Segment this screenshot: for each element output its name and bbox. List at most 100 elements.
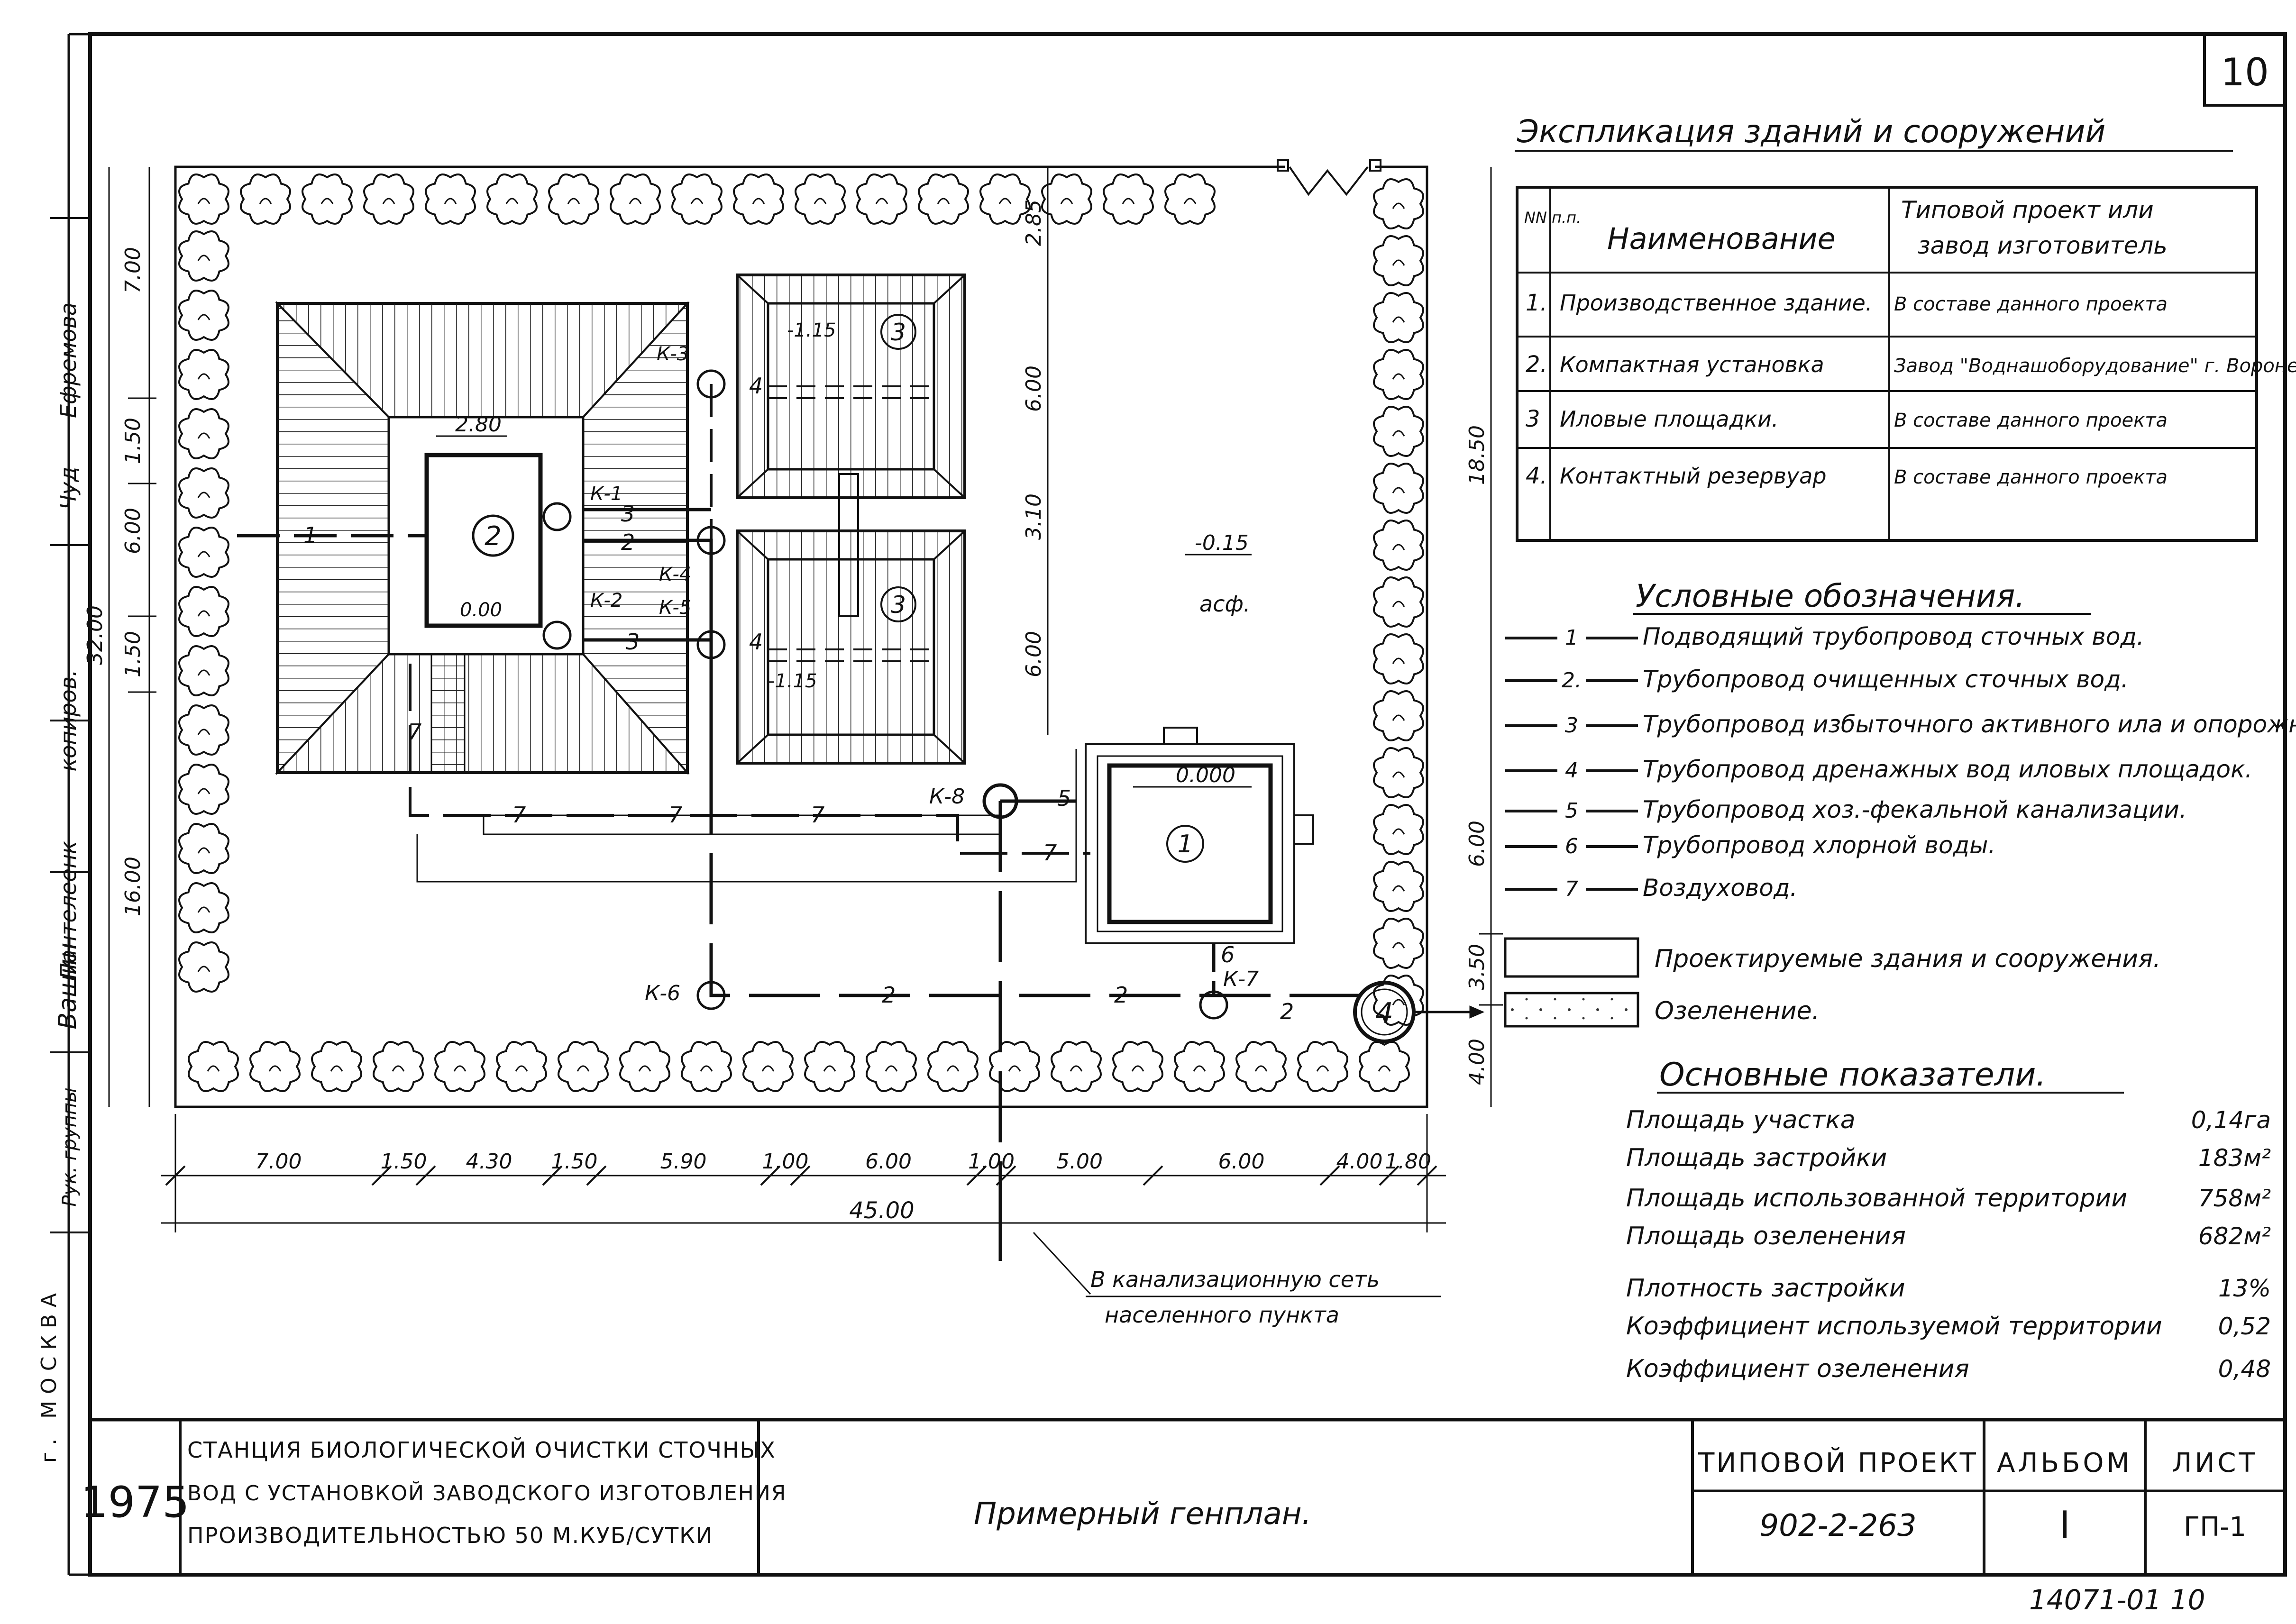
object-sludge-bed-lower: 3 -1.15	[736, 473, 966, 765]
tree-icon	[979, 173, 1031, 225]
tree-icon	[178, 527, 229, 578]
well-k5	[696, 630, 726, 659]
sewer-note: В канализационную сеть населенного пункт…	[998, 1223, 1441, 1328]
row-number: 4.	[1526, 463, 1547, 489]
well-k2	[542, 620, 572, 650]
dim-bottom-9: 5.00	[1056, 1150, 1103, 1174]
greenery-trees	[178, 173, 1424, 1092]
tree-icon	[927, 1041, 979, 1092]
corner-number: 10	[2221, 50, 2269, 94]
row-name: Иловые площадки.	[1560, 406, 1779, 432]
row-name: Контактный резервуар	[1560, 463, 1827, 489]
legend-green: Озеленение.	[1655, 997, 1820, 1025]
row-project: Завод "Воднашоборудование" г. Воронеж.	[1894, 355, 2296, 377]
gate-leaf	[1289, 166, 1369, 196]
well-label-k3: К-3	[657, 343, 689, 365]
well-k8	[982, 783, 1018, 819]
sewer-note-line1: В канализационную сеть	[1090, 1267, 1380, 1292]
pipe-label-7d: 7	[811, 802, 824, 828]
level-bed-lower: -1.15	[768, 670, 817, 692]
well-k4	[696, 526, 726, 555]
legend-item: 4 Трубопровод дренажных вод иловых площад…	[1505, 756, 2252, 783]
tree-icon	[610, 173, 661, 225]
legend-code: 2.	[1562, 668, 1582, 693]
indicator-value: 13%	[2218, 1275, 2271, 1302]
tree-icon	[918, 173, 969, 225]
well-label-k6: К-6	[645, 981, 680, 1005]
tree-icon	[866, 1041, 917, 1092]
inner-path	[416, 749, 1077, 883]
indicators-title: Основные показатели.	[1659, 1056, 2046, 1094]
tree-icon	[1297, 1041, 1348, 1092]
legend-text: Трубопровод избыточного активного ила и …	[1643, 711, 2296, 738]
indicator-value: 0,52	[2218, 1313, 2271, 1340]
dim-left-5: 16.00	[121, 857, 145, 916]
legend-text: Трубопровод хлорной воды.	[1643, 831, 1995, 859]
dim-right-4: 4.00	[1465, 1039, 1489, 1085]
tree-icon	[302, 173, 353, 225]
tree-icon	[178, 645, 229, 696]
title-project-value: 902-2-263	[1759, 1508, 1916, 1543]
tree-icon	[1373, 633, 1424, 684]
tree-icon	[1373, 292, 1424, 343]
title-station-1: СТАНЦИЯ БИОЛОГИЧЕСКОЙ ОЧИСТКИ СТОЧНЫХ	[187, 1437, 776, 1463]
tree-icon	[188, 1041, 239, 1092]
title-station-3: ПРОИЗВОДИТЕЛЬНОСТЬЮ 50 М.КУБ/СУТКИ	[187, 1523, 713, 1548]
tree-icon	[1103, 173, 1154, 225]
tree-icon	[1041, 173, 1092, 225]
pipe-label-1: 1	[303, 522, 317, 548]
well-label-k7: К-7	[1223, 967, 1259, 991]
indicator-value: 758м²	[2198, 1185, 2271, 1212]
explication: Экспликация зданий и сооружений NN п.п. …	[1515, 113, 2296, 542]
pipe-label-2d: 2	[1114, 982, 1128, 1008]
legend-code: 4	[1565, 758, 1578, 783]
title-sheet-value: ГП-1	[2184, 1512, 2246, 1542]
sign-role: Рук. группы	[59, 1087, 81, 1206]
pipe-label-7e: 7	[408, 719, 421, 745]
tree-icon	[681, 1041, 732, 1092]
legend-code: 1	[1565, 626, 1578, 650]
well-label-k5: К-5	[659, 597, 691, 619]
tree-icon	[733, 173, 784, 225]
gate-post	[1277, 159, 1289, 172]
title-station-2: ВОД С УСТАНОВКОЙ ЗАВОДСКОГО ИЗГОТОВЛЕНИЯ	[187, 1480, 787, 1505]
tree-icon	[1373, 520, 1424, 571]
well-label-k2: К-2	[590, 590, 622, 611]
object-sludge-bed-upper: 3 -1.15	[736, 274, 966, 499]
level-unit-top: 2.80	[455, 412, 502, 437]
legend-text: Трубопровод очищенных сточных вод.	[1643, 666, 2129, 693]
col-header-name: Наименование	[1607, 221, 1836, 256]
object-number-1: 1	[1177, 830, 1193, 858]
title-block: 1975 СТАНЦИЯ БИОЛОГИЧЕСКОЙ ОЧИСТКИ СТОЧН…	[81, 1418, 2285, 1575]
row-name: Производственное здание.	[1560, 290, 1872, 316]
object-production-building: 1 0.000	[1085, 727, 1314, 944]
dim-left-3: 6.00	[121, 508, 145, 554]
tree-icon	[1373, 690, 1424, 741]
pipe-label-4: 4	[749, 373, 763, 399]
well-label-k1: К-1	[590, 483, 622, 505]
tree-icon	[178, 882, 229, 933]
dim-bottom-5: 5.90	[660, 1150, 707, 1174]
tree-icon	[1373, 406, 1424, 457]
pipe-label-2: 2	[621, 529, 635, 555]
col-header-proj-1: Типовой проект или	[1901, 196, 2154, 224]
level-bed-upper: -1.15	[787, 319, 836, 341]
explication-row: 1.Производственное здание.В составе данн…	[1526, 290, 2168, 316]
pipe-numbers: 1 2 3 3 4 4 2 2 2 5 7 7 7 7 7 6	[303, 373, 1294, 1024]
legend-text: Трубопровод дренажных вод иловых площадо…	[1643, 756, 2252, 783]
col-header-no: NN п.п.	[1524, 209, 1581, 227]
pipe-7	[409, 664, 1090, 855]
row-name: Компактная установка	[1560, 352, 1824, 377]
tree-icon	[486, 173, 538, 225]
legend-code: 7	[1565, 877, 1578, 901]
indicator-label: Площадь участка	[1626, 1106, 1856, 1134]
row-project: В составе данного проекта	[1894, 293, 2168, 315]
pipe-label-7a: 7	[1043, 840, 1057, 866]
pipe-label-2c: 2	[882, 982, 896, 1008]
dim-mid-3: 3.10	[1022, 493, 1046, 540]
dim-right-2: 6.00	[1465, 821, 1489, 867]
